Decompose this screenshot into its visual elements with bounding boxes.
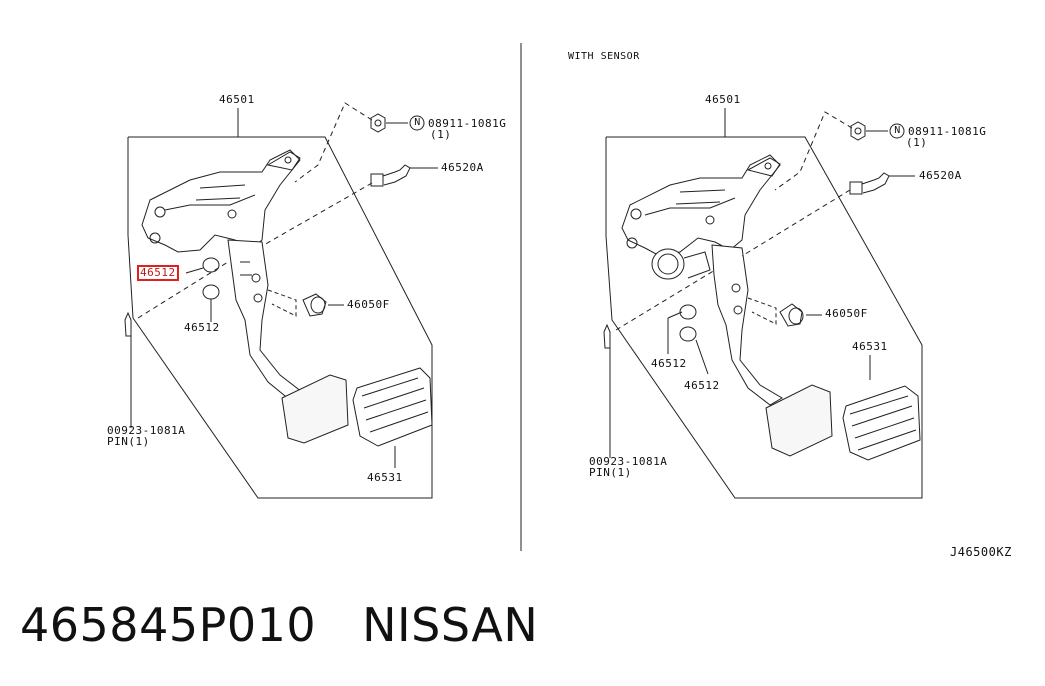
nut-symbol-circle-left [409, 115, 425, 131]
with-sensor-heading: WITH SENSOR [568, 51, 640, 62]
nut-symbol-circle-right [889, 123, 905, 139]
label-46501-right: 46501 [705, 93, 741, 106]
diagram-code: J46500KZ [950, 545, 1012, 559]
label-46512-left: 46512 [184, 321, 220, 334]
label-46050F-left: 46050F [347, 298, 390, 311]
label-46501-left: 46501 [219, 93, 255, 106]
left-assembly [124, 102, 438, 499]
footer-caption: 465845P010 NISSAN [20, 598, 538, 652]
label-46531-left: 46531 [367, 471, 403, 484]
label-46050F-right: 46050F [825, 307, 868, 320]
label-00923-right: 00923-1081A [589, 455, 668, 468]
nut-symbol-right: N [894, 125, 901, 136]
label-46531-right: 46531 [852, 340, 888, 353]
label-46520A-right: 46520A [919, 169, 962, 182]
label-08911-qty-left: (1) [430, 128, 452, 141]
label-pin-left: PIN(1) [107, 435, 150, 448]
nut-symbol-left: N [414, 117, 421, 128]
label-00923-left: 00923-1081A [107, 424, 186, 437]
label-08911-qty-right: (1) [906, 136, 928, 149]
label-46512-right-a: 46512 [651, 357, 687, 370]
diagram-drawing [124, 43, 923, 551]
label-46512-highlighted: 46512 [137, 265, 179, 281]
part-number: 465845P010 [20, 598, 317, 652]
right-assembly [603, 108, 923, 499]
left-frame [127, 136, 433, 499]
label-pin-right: PIN(1) [589, 466, 632, 479]
label-46520A-left: 46520A [441, 161, 484, 174]
label-08911-left: 08911-1081G [428, 117, 507, 130]
brand-name: NISSAN [362, 598, 539, 652]
parts-diagram: 46501 N 08911-1081G (1) 46520A 46512 465… [107, 43, 1012, 559]
label-46512-right-b: 46512 [684, 379, 720, 392]
label-08911-right: 08911-1081G [908, 125, 987, 138]
right-frame [605, 136, 923, 499]
